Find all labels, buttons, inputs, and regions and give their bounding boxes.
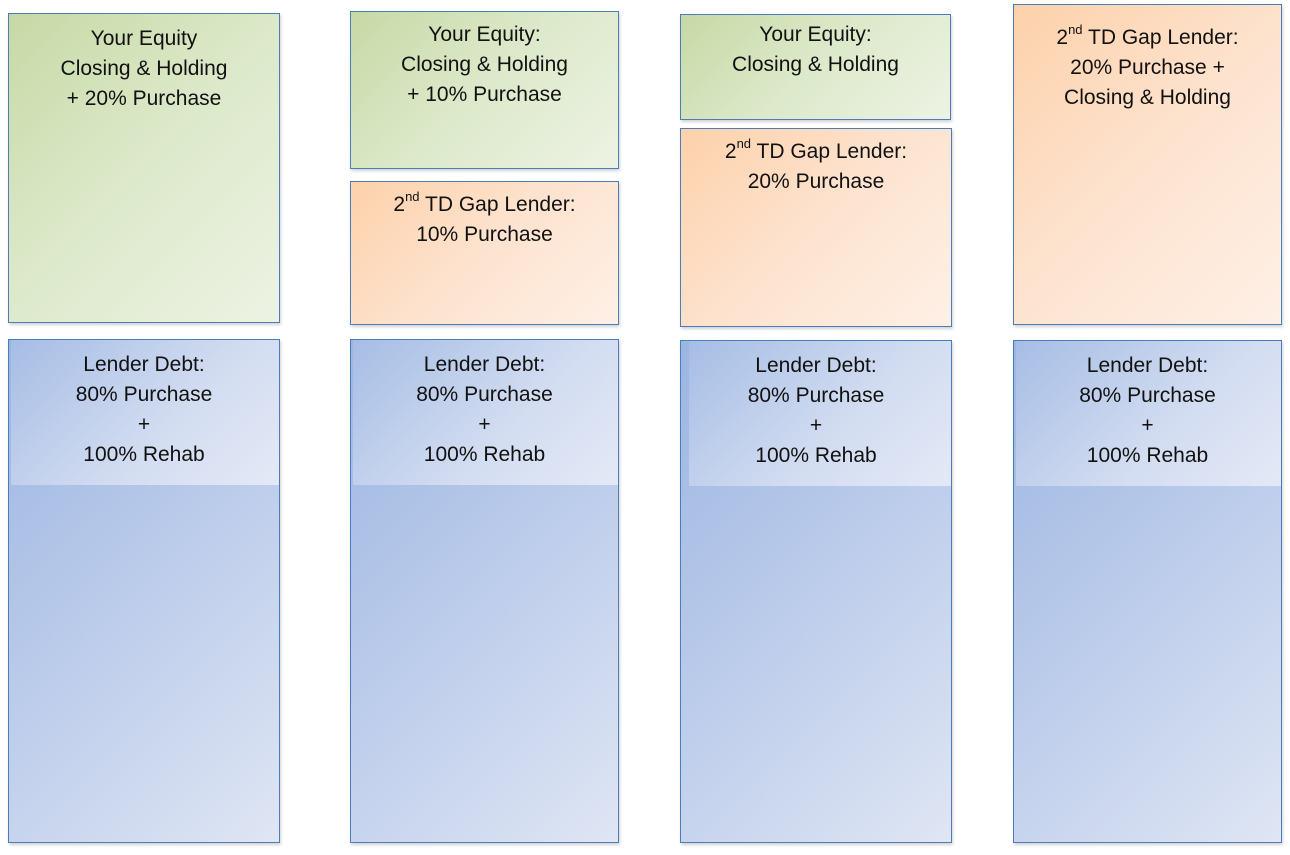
col2-equity-line3: + 10% Purchase [407,83,562,106]
col4-debt-box: Lender Debt: 80% Purchase + 100% Rehab [1013,340,1282,843]
col2-equity-line2: Closing & Holding [401,53,568,76]
col4-gap-line1: 20% Purchase + [1070,56,1225,79]
col2-debt-line3: + [478,413,491,436]
col3-debt-line2: 80% Purchase [747,384,885,407]
col4-gap-ordinal-suffix: nd [1068,22,1083,37]
col1-debt-line3: + [137,413,151,436]
col2-gap-line1: 10% Purchase [416,223,553,246]
col2-debt-line1: Lender Debt: [423,353,546,376]
col2-debt-box: Lender Debt: 80% Purchase + 100% Rehab [350,339,619,843]
col4-debt-line2: 80% Purchase [1079,384,1216,407]
col1-equity-line1: Your Equity [90,27,198,50]
col4-debt-line4: 100% Rehab [1086,444,1209,467]
col1-equity-line3: + 20% Purchase [66,87,222,110]
col3-gap-title: 2nd TD Gap Lender: [681,137,951,167]
col4-gap-title-rest: TD Gap Lender: [1082,26,1239,49]
col2-debt-band [353,340,618,485]
col4-gap-ordinal: 2 [1056,26,1069,49]
col3-debt-box: Lender Debt: 80% Purchase + 100% Rehab [680,340,952,843]
col3-debt-line3: + [809,414,823,437]
col2-equity-box: Your Equity: Closing & Holding + 10% Pur… [350,11,619,169]
col4-gap-line2: Closing & Holding [1064,86,1231,109]
col3-gap-line1: 20% Purchase [747,170,885,193]
col2-equity-line1: Your Equity: [428,23,541,46]
col4-gap-title: 2nd TD Gap Lender: [1014,23,1281,53]
col2-gap-ordinal-suffix: nd [405,189,420,204]
col1-debt-band [11,340,279,485]
col2-gap-title-rest: TD Gap Lender: [419,193,576,216]
col3-debt-line4: 100% Rehab [755,444,877,467]
col1-equity-box: Your Equity Closing & Holding + 20% Purc… [8,13,280,323]
col3-debt-line1: Lender Debt: [755,354,877,377]
col3-equity-line2: Closing & Holding [732,53,899,76]
col3-gap-title-rest: TD Gap Lender: [751,140,908,163]
col3-gap-ordinal-suffix: nd [736,136,752,151]
col1-debt-box: Lender Debt: 80% Purchase + 100% Rehab [8,339,280,843]
col2-debt-line2: 80% Purchase [416,383,553,406]
col1-equity-line2: Closing & Holding [60,57,228,80]
col4-debt-band [1016,341,1281,486]
col2-gap-ordinal: 2 [393,193,406,216]
col3-gap-ordinal: 2 [724,140,737,163]
col1-debt-line4: 100% Rehab [83,443,205,466]
col4-debt-line1: Lender Debt: [1086,354,1209,377]
col4-debt-line3: + [1141,414,1154,437]
col3-debt-band [689,341,951,486]
col2-gap-box: 2nd TD Gap Lender: 10% Purchase [350,181,619,325]
col3-gap-box: 2nd TD Gap Lender: 20% Purchase [680,128,952,327]
col2-gap-title: 2nd TD Gap Lender: [351,190,618,220]
col3-equity-line1: Your Equity: [759,23,872,46]
col2-debt-line4: 100% Rehab [423,443,546,466]
col3-equity-box: Your Equity: Closing & Holding [680,14,951,120]
col1-debt-line2: 80% Purchase [75,383,213,406]
col4-gap-box: 2nd TD Gap Lender: 20% Purchase + Closin… [1013,4,1282,325]
col1-debt-line1: Lender Debt: [83,353,205,376]
